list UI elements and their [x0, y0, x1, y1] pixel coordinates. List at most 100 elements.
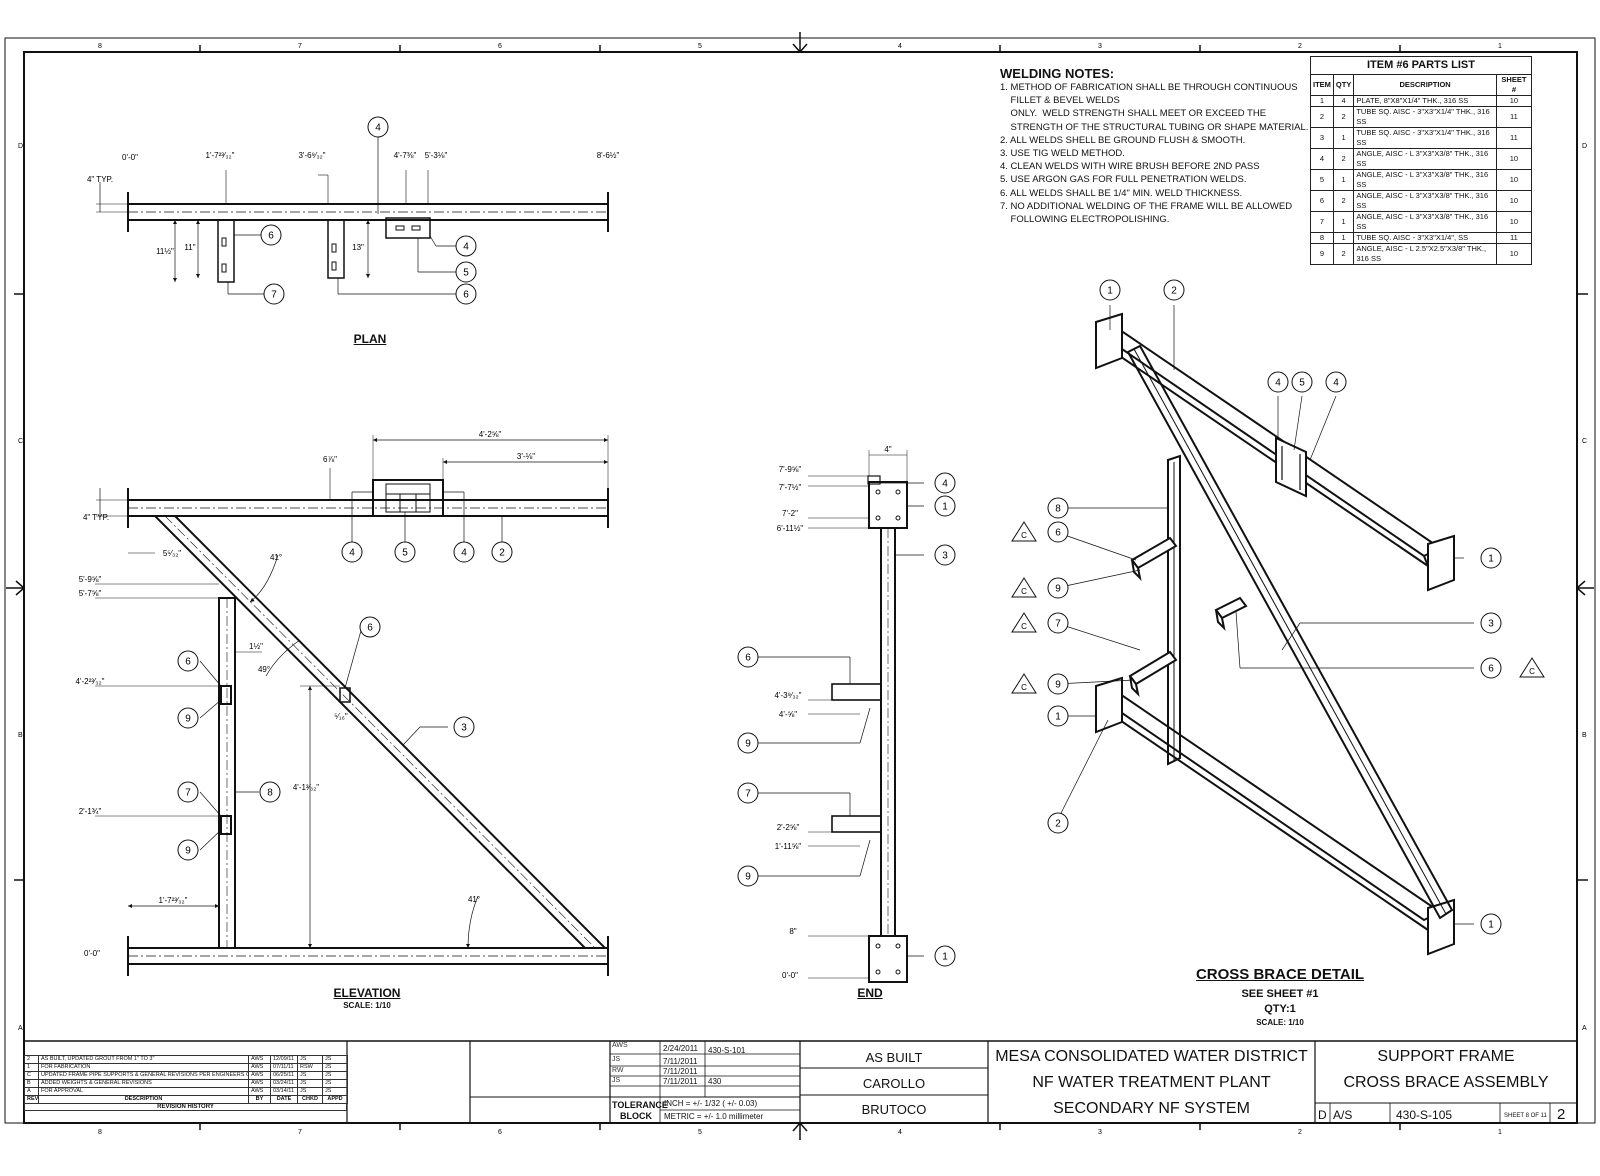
item-balloon-number: 4: [942, 479, 948, 490]
revision-cell: B: [24, 1079, 39, 1088]
revision-cell: FOR APPROVAL: [38, 1087, 249, 1096]
item-balloon-number: 9: [185, 714, 191, 725]
revision-cell: JS: [322, 1087, 348, 1096]
tb-eng-appr: RW: [612, 1067, 624, 1074]
item-balloon-number: 6: [367, 623, 373, 634]
dimension-text: 5'-7⅝": [79, 589, 102, 598]
parts-cell: 1: [1332, 211, 1355, 233]
parts-cell: 10: [1495, 243, 1533, 265]
item-balloon: [341, 541, 363, 563]
item-balloon-number: 9: [185, 846, 191, 857]
parts-header-cell: SHEET #: [1495, 74, 1533, 96]
parts-cell: 11: [1495, 127, 1533, 149]
parts-cell: TUBE SQ. AISC - 3"X3"X1/4", SS: [1353, 232, 1497, 244]
revision-cell: ADDED WEIGHTS & GENERAL REVISIONS: [38, 1079, 249, 1088]
item-balloon: [455, 283, 477, 305]
dimension-texts: 0'-0"1'-7²³⁄₃₂"3'-6⁹⁄₃₂"4'-7⅜"5'-3⅛"8'-6…: [76, 151, 892, 980]
revision-header-cell: DATE: [270, 1095, 298, 1104]
dimension-text: 5⁵⁄₃₂": [163, 549, 181, 558]
item-balloon-number: 2: [499, 548, 505, 559]
revision-header-cell: CHKD: [297, 1095, 323, 1104]
item-balloon-number: 5: [1299, 378, 1305, 389]
parts-cell: 2: [1332, 148, 1355, 170]
parts-cell: ANGLE, AISC - L 3"X3"X3/8" THK., 316 SS: [1353, 190, 1497, 212]
tb-date-4: 7/11/2011: [663, 1077, 698, 1086]
item-balloon: [934, 472, 956, 494]
revision-cell: AWS: [248, 1063, 271, 1072]
welding-note-line: 3. USE TIG WELD METHOD.: [1000, 148, 1125, 160]
item-balloon-number: 1: [1488, 554, 1494, 565]
item-balloon-number: 2: [1055, 819, 1061, 830]
tb-title-line1: SUPPORT FRAME: [1377, 1048, 1515, 1065]
dimension-text: 4'-1³⁄₃₂": [293, 783, 319, 792]
revision-cell: AWS: [248, 1055, 271, 1064]
parts-cell: 1: [1332, 232, 1355, 244]
dimension-text: 1'-11⅝": [775, 842, 802, 851]
revision-cell: 06/25/11: [270, 1071, 298, 1080]
tb-metric-tolerance: METRIC = +/- 1.0 millimeter: [664, 1112, 764, 1121]
item-balloon: [1047, 497, 1069, 519]
item-balloon-number: 2: [1171, 286, 1177, 297]
dimension-text: 13": [352, 243, 364, 252]
welding-note-line: 1. METHOD OF FABRICATION SHALL BE THROUG…: [1000, 82, 1298, 93]
item-balloon-number: 5: [402, 548, 408, 559]
item-balloon: [453, 541, 475, 563]
dimension-text: 0'-0": [84, 949, 100, 958]
tb-date-3: 7/11/2011: [663, 1067, 698, 1076]
grid-column-label: 7: [298, 1129, 302, 1136]
dimension-text: 4" TYP.: [87, 175, 113, 184]
revision-cell: AWS: [248, 1079, 271, 1088]
tb-drawn-by: AWS: [612, 1042, 628, 1049]
item-balloon-number: 6: [1055, 528, 1061, 539]
tb-inch-tolerance: INCH = +/- 1/32 ( +/- 0.03): [664, 1099, 758, 1108]
item-balloon-number: 3: [942, 551, 948, 562]
parts-cell: TUBE SQ. AISC - 3"X3"X1/4" THK., 316 SS: [1353, 106, 1497, 128]
dimension-text: 4'-7⅜": [394, 151, 417, 160]
dimension-text: 49°: [258, 665, 270, 674]
welding-notes-lines: 1. METHOD OF FABRICATION SHALL BE THROUG…: [1000, 81, 1308, 226]
end-title: END: [857, 986, 883, 1000]
item-balloon: [1047, 705, 1069, 727]
parts-cell: 4: [1332, 95, 1355, 107]
item-balloon-number: 9: [745, 872, 751, 883]
item-balloon-number: 7: [1055, 619, 1061, 630]
revision-cell: 07/11/11: [270, 1063, 298, 1072]
tb-project-line3: SECONDARY NF SYSTEM: [1053, 1100, 1250, 1117]
welding-note-line: FOLLOWING ELECTROPOLISHING.: [1000, 214, 1170, 226]
grid-ticks: [14, 45, 1588, 1130]
revision-cell: AWS: [248, 1087, 271, 1096]
dimension-text: 1½": [249, 642, 263, 651]
dimension-text: 41°: [270, 553, 282, 562]
dimension-text: 2'-1¾": [79, 807, 102, 816]
weld-flag-icon: [1011, 577, 1037, 598]
tb-tolerance-label-2: BLOCK: [620, 1111, 652, 1121]
parts-cell: 8: [1310, 232, 1334, 244]
weld-flag-letter: C: [1021, 531, 1027, 540]
parts-cell: 3: [1310, 127, 1334, 149]
grid-row-label: B: [18, 732, 23, 739]
weld-flag-icon: [1011, 673, 1037, 694]
grid-column-label: 3: [1098, 1129, 1102, 1136]
revision-header-cell: REV: [24, 1095, 39, 1104]
item-balloon: [934, 495, 956, 517]
detail-qty: QTY:1: [1264, 1003, 1296, 1015]
welding-note-line: 2. ALL WELDS SHELL BE GROUND FLUSH & SMO…: [1000, 134, 1246, 146]
tb-rev: 2: [1557, 1106, 1566, 1123]
item-balloon: [1291, 371, 1313, 393]
grid-column-label: 1: [1498, 43, 1502, 50]
dimension-text: 5'-3⅛": [425, 151, 448, 160]
item-balloon: [1047, 812, 1069, 834]
grid-column-label: 2: [1298, 43, 1302, 50]
dimension-text: 4": [884, 445, 891, 454]
grid-column-label: 1: [1498, 1129, 1502, 1136]
dimension-text: 4'-2²³⁄₃₂": [76, 677, 105, 686]
parts-cell: 1: [1332, 127, 1355, 149]
center-marks: [6, 32, 1594, 1140]
